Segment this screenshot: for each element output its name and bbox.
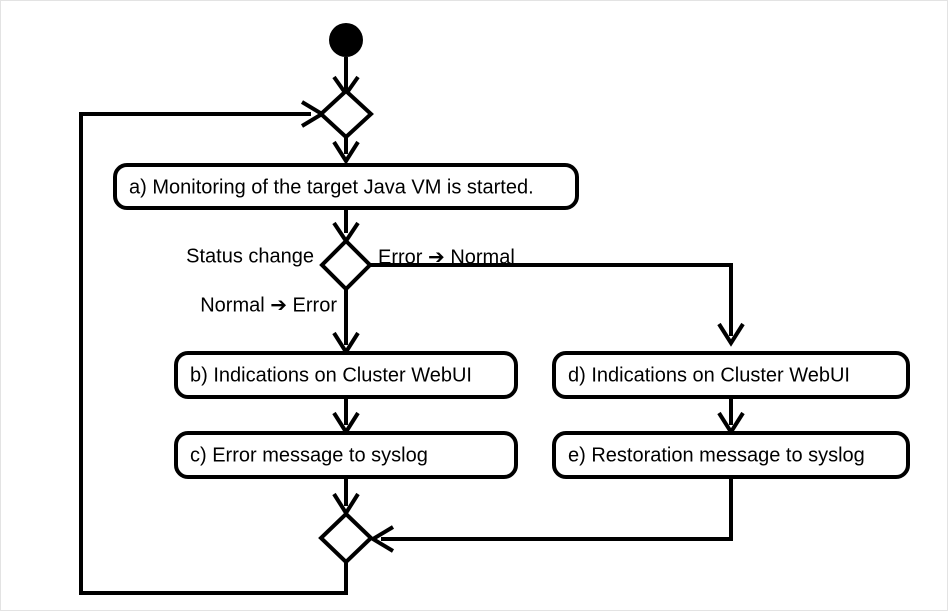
edge-decision-to-d <box>369 263 733 336</box>
node-d-box <box>552 351 910 399</box>
arrowhead-a-in <box>332 140 360 165</box>
merge-bottom-diamond <box>318 511 374 565</box>
node-b-label: b) Indications on Cluster WebUI <box>190 364 472 386</box>
edge-e-to-merge-bottom <box>381 477 733 541</box>
edge-loopback <box>79 112 348 595</box>
node-a-box <box>113 163 579 210</box>
branch-left-label: Normal ➔ Error <box>200 294 337 316</box>
node-b-box <box>174 351 518 399</box>
merge-top-diamond <box>318 88 374 140</box>
node-d-label: d) Indications on Cluster WebUI <box>568 364 850 386</box>
arrowhead-d-in <box>717 322 745 347</box>
node-a-label: a) Monitoring of the target Java VM is s… <box>129 176 534 198</box>
node-e-box <box>552 431 910 479</box>
status-change-decision-diamond <box>319 238 373 292</box>
node-c-label: c) Error message to syslog <box>190 444 428 466</box>
node-c-box <box>174 431 518 479</box>
node-e-label: e) Restoration message to syslog <box>568 444 865 466</box>
start-node <box>329 23 363 57</box>
arrowhead-merge-bottom-in-right <box>369 525 395 553</box>
decision-title-label: Status change <box>186 245 314 267</box>
branch-right-label: Error ➔ Normal <box>378 246 515 268</box>
